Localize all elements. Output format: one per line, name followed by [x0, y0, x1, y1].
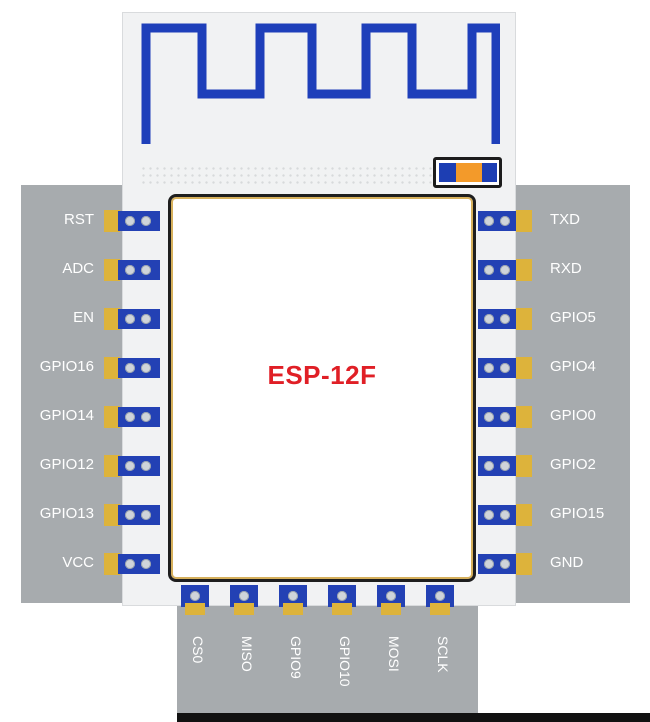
right-pin-via: [484, 314, 494, 324]
bottom-pin-via: [239, 591, 249, 601]
right-pin-via: [484, 363, 494, 373]
right-pin-gold-pad: [516, 259, 532, 281]
right-pin-label: GND: [550, 554, 584, 571]
bottom-pin-label: SCLK: [435, 636, 451, 673]
left-pin-label: GPIO12: [39, 456, 94, 473]
left-pin-via: [125, 265, 135, 275]
led-pad-right: [482, 163, 497, 182]
left-pin-label: VCC: [62, 554, 94, 571]
left-pin-via: [125, 314, 135, 324]
bottom-pin-gold-pad: [185, 603, 205, 615]
bottom-pin-label: GPIO10: [337, 636, 353, 687]
left-pin-label: GPIO13: [39, 505, 94, 522]
right-pin-via: [500, 363, 510, 373]
right-pin-via: [484, 510, 494, 520]
right-pin-label: GPIO0: [550, 407, 596, 424]
left-pin-via: [141, 363, 151, 373]
left-pin-label-band: [21, 185, 122, 603]
left-pin-gold-pad: [104, 308, 120, 330]
right-pin-label: GPIO15: [550, 505, 605, 522]
left-pin-via: [141, 461, 151, 471]
module-title: ESP-12F: [267, 360, 377, 390]
bottom-pin-label: GPIO9: [288, 636, 304, 679]
bottom-pin-via: [386, 591, 396, 601]
right-pin-via: [500, 265, 510, 275]
left-pin-label: GPIO16: [39, 358, 94, 375]
left-pin-via: [125, 216, 135, 226]
left-pin-gold-pad: [104, 357, 120, 379]
bottom-pin-gold-pad: [332, 603, 352, 615]
left-pin-via: [141, 412, 151, 422]
bottom-pin-gold-pad: [234, 603, 254, 615]
right-pin-label: TXD: [550, 211, 580, 228]
pcb-dot-pattern: [140, 165, 440, 187]
right-pin-label-band: [516, 185, 630, 603]
left-pin-gold-pad: [104, 259, 120, 281]
right-pin-via: [500, 216, 510, 226]
right-pin-via: [484, 461, 494, 471]
bottom-pin-gold-pad: [283, 603, 303, 615]
bottom-pin-gold-pad: [381, 603, 401, 615]
right-pin-gold-pad: [516, 455, 532, 477]
right-pin-via: [500, 412, 510, 422]
right-pin-gold-pad: [516, 406, 532, 428]
right-pin-via: [484, 265, 494, 275]
right-pin-via: [500, 559, 510, 569]
bottom-pin-via: [288, 591, 298, 601]
metal-shield-can: [168, 194, 476, 582]
led-pad-left: [439, 163, 456, 182]
right-pin-gold-pad: [516, 553, 532, 575]
left-pin-gold-pad: [104, 210, 120, 232]
right-pin-via: [484, 216, 494, 226]
left-pin-gold-pad: [104, 553, 120, 575]
left-pin-via: [141, 559, 151, 569]
right-pin-gold-pad: [516, 357, 532, 379]
pcb-antenna-trace: [141, 23, 500, 144]
right-pin-gold-pad: [516, 308, 532, 330]
bottom-pin-via: [337, 591, 347, 601]
right-pin-via: [500, 510, 510, 520]
left-pin-label: EN: [73, 309, 94, 326]
right-pin-via: [500, 314, 510, 324]
right-pin-via: [500, 461, 510, 471]
bottom-pin-gold-pad: [430, 603, 450, 615]
right-pin-label: GPIO2: [550, 456, 596, 473]
left-pin-label: GPIO14: [39, 407, 94, 424]
right-pin-via: [484, 559, 494, 569]
bottom-pin-label: CS0: [190, 636, 206, 664]
left-pin-via: [141, 216, 151, 226]
right-pin-label: GPIO5: [550, 309, 596, 326]
right-pin-via: [484, 412, 494, 422]
right-pin-label: GPIO4: [550, 358, 596, 375]
bottom-pin-label-band: [177, 605, 478, 713]
left-pin-via: [125, 510, 135, 520]
right-pin-gold-pad: [516, 210, 532, 232]
left-pin-via: [141, 265, 151, 275]
bottom-pin-via: [190, 591, 200, 601]
right-pin-label: RXD: [550, 260, 582, 277]
left-pin-label: ADC: [62, 260, 94, 277]
left-pin-label: RST: [64, 211, 94, 228]
left-pin-gold-pad: [104, 504, 120, 526]
bottom-pin-via: [435, 591, 445, 601]
left-pin-via: [141, 510, 151, 520]
bottom-pin-label: MOSI: [386, 636, 402, 672]
left-pin-via: [125, 559, 135, 569]
left-pin-gold-pad: [104, 455, 120, 477]
left-pin-gold-pad: [104, 406, 120, 428]
base-bar: [177, 713, 650, 722]
left-pin-via: [141, 314, 151, 324]
left-pin-via: [125, 461, 135, 471]
left-pin-via: [125, 412, 135, 422]
left-pin-via: [125, 363, 135, 373]
bottom-pin-label: MISO: [239, 636, 255, 672]
right-pin-gold-pad: [516, 504, 532, 526]
led-component: [456, 163, 482, 182]
